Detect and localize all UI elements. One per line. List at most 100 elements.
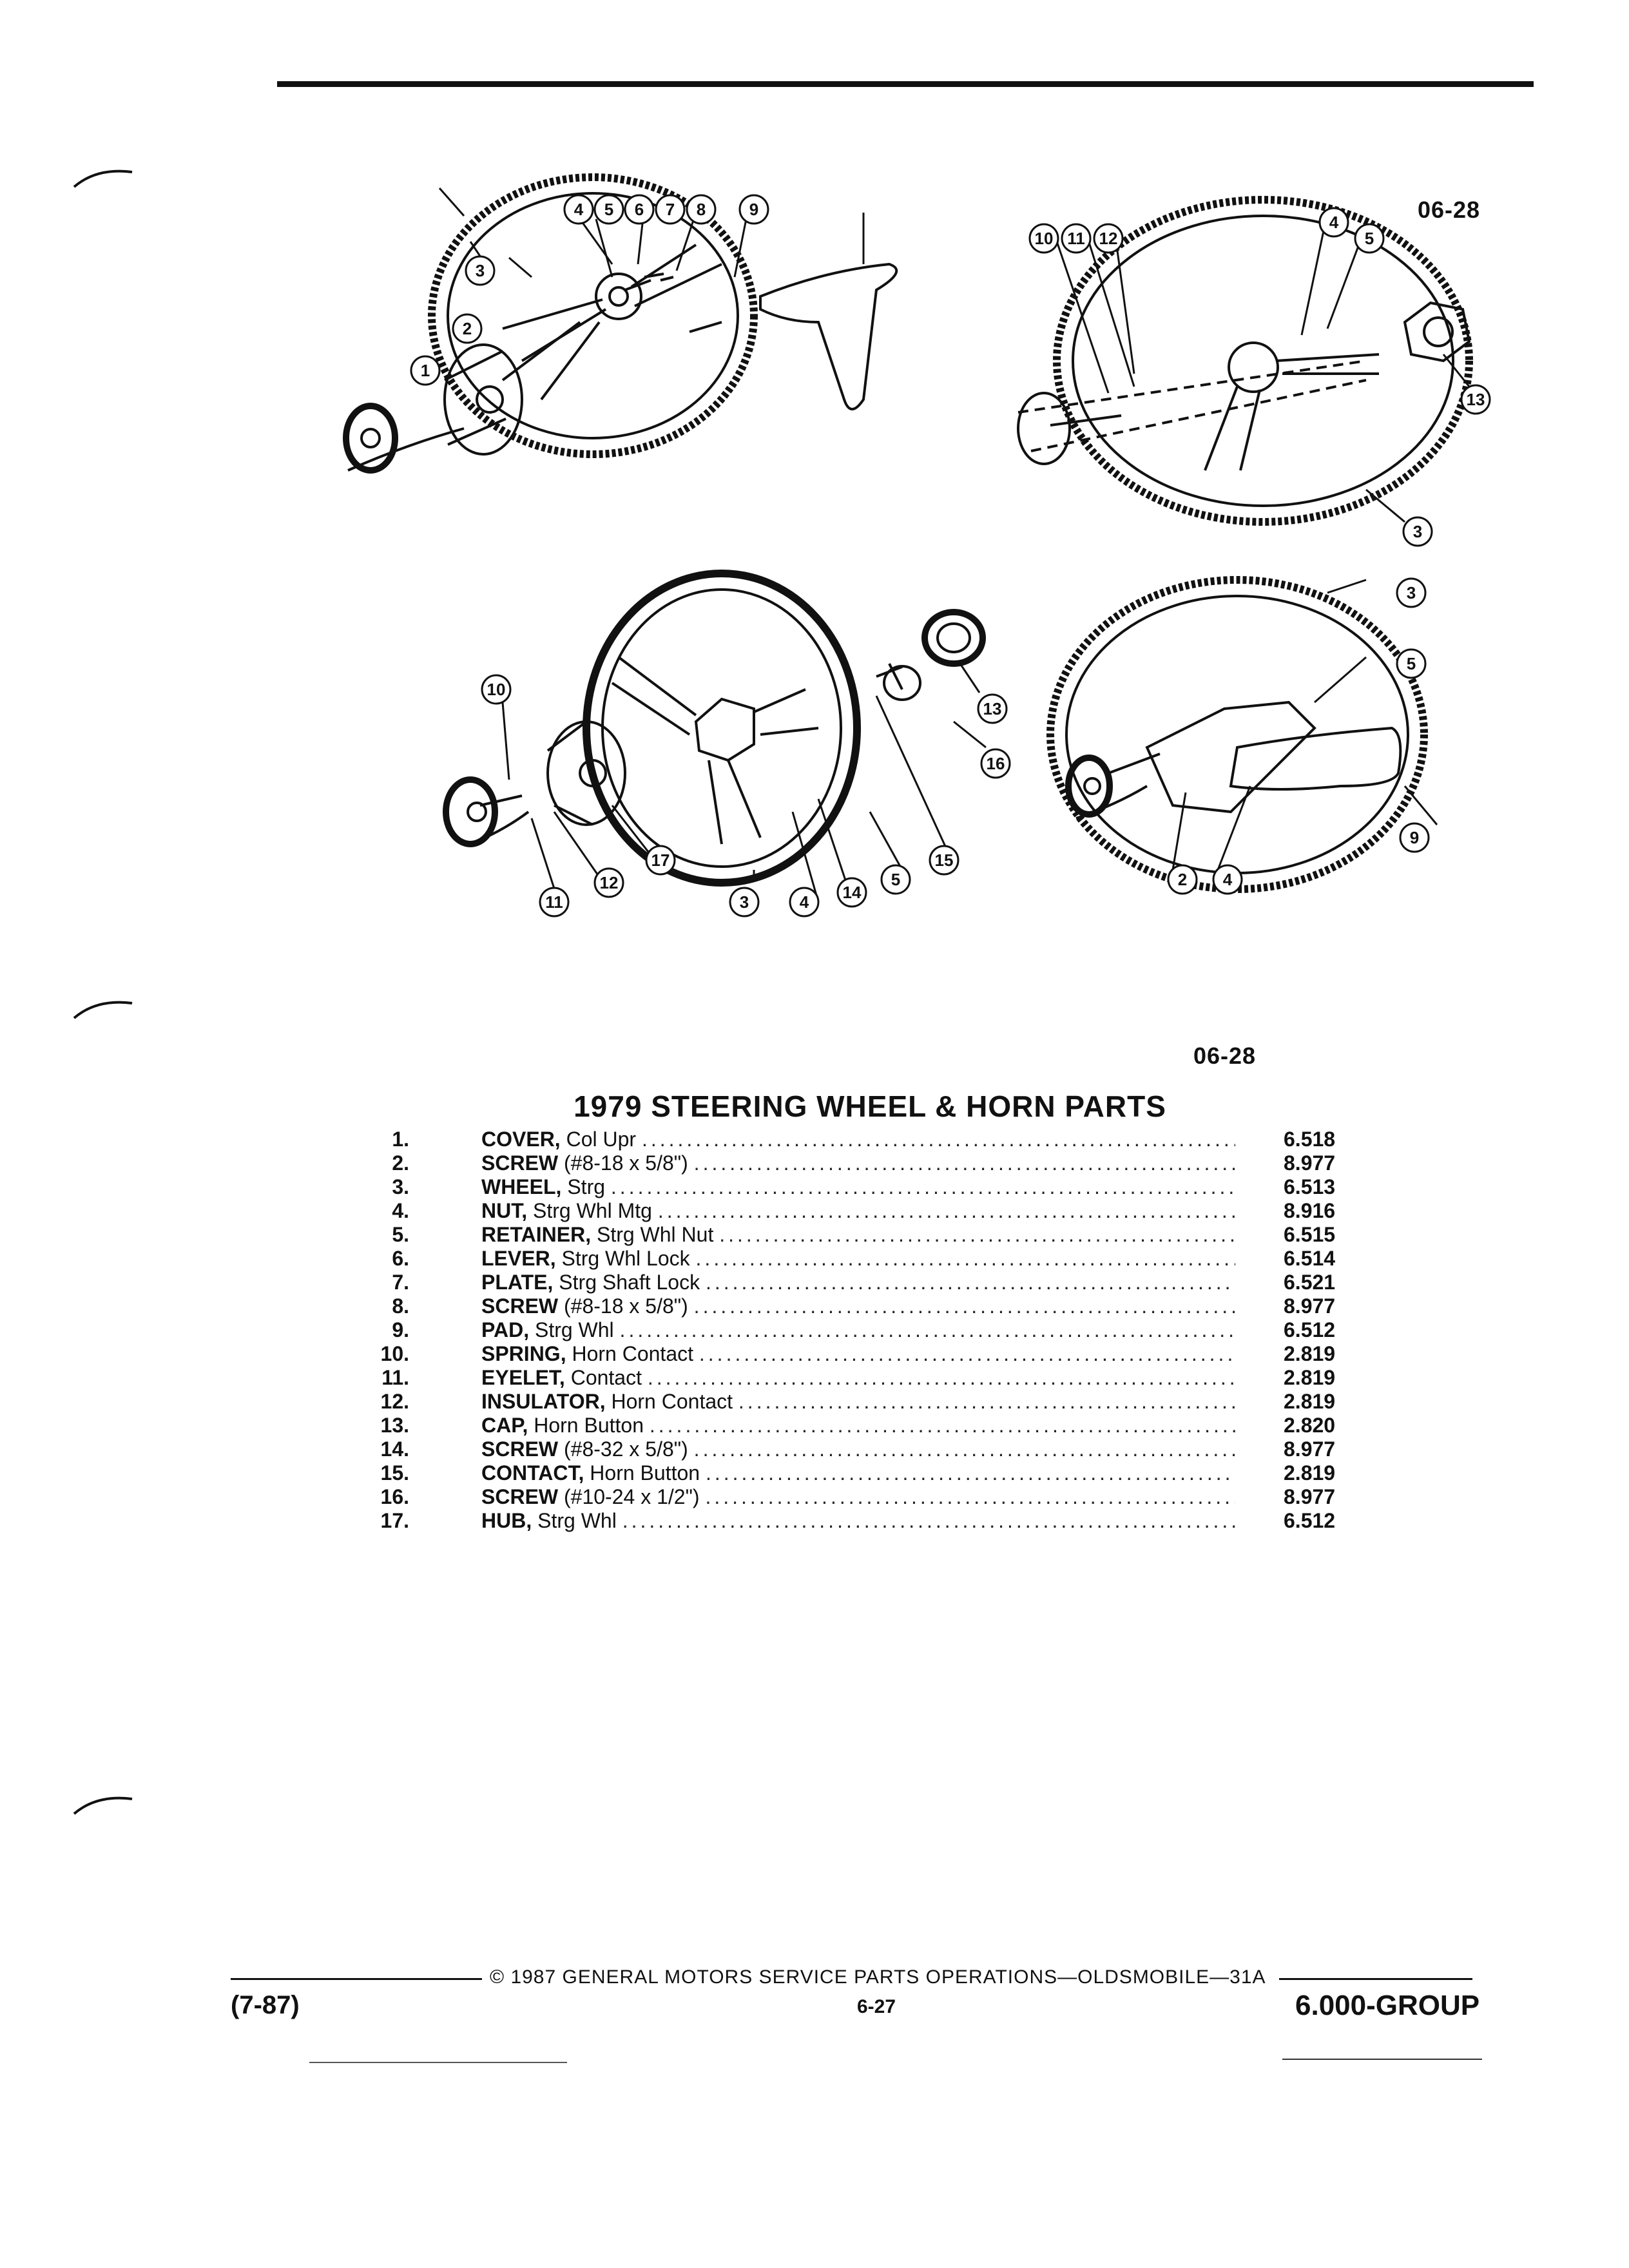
part-number: 9. xyxy=(392,1318,409,1341)
part-detail: Contact xyxy=(564,1366,648,1389)
part-name: SCREW xyxy=(481,1151,559,1175)
part-description: SCREW (#8-18 x 5/8") ...................… xyxy=(481,1151,1235,1175)
footer-copyright: © 1987 GENERAL MOTORS SERVICE PARTS OPER… xyxy=(490,1966,1266,1988)
cap-bottom-left xyxy=(876,609,986,701)
parts-row: 13. CAP, Horn Button ....................… xyxy=(361,1414,1392,1437)
svg-text:11: 11 xyxy=(545,892,563,912)
leader-dots: ........................................… xyxy=(649,1414,1235,1437)
svg-text:16: 16 xyxy=(987,754,1005,773)
part-name: CAP, xyxy=(481,1414,528,1437)
part-description: EYELET, Contact ........................… xyxy=(481,1366,1235,1390)
figure-code-bottom: 06-28 xyxy=(1193,1043,1257,1069)
footer-date: (7-87) xyxy=(231,1991,300,2019)
part-number: 3. xyxy=(392,1175,409,1198)
svg-text:4: 4 xyxy=(1329,213,1339,232)
svg-text:13: 13 xyxy=(983,699,1002,718)
part-name: CONTACT, xyxy=(481,1461,584,1485)
leader-dots: ........................................… xyxy=(619,1318,1235,1341)
part-description: COVER, Col Upr .........................… xyxy=(481,1128,1235,1151)
part-group-number: 6.514 xyxy=(1284,1247,1336,1270)
part-number: 14. xyxy=(380,1437,409,1461)
page-title: 1979 STEERING WHEEL & HORN PARTS xyxy=(574,1090,1166,1123)
svg-text:15: 15 xyxy=(935,850,954,870)
cover-top-left xyxy=(343,403,465,474)
part-detail: Horn Button xyxy=(584,1461,706,1485)
part-number: 5. xyxy=(392,1223,409,1246)
svg-text:4: 4 xyxy=(574,200,584,219)
leader-dots: ........................................… xyxy=(647,1366,1235,1389)
footer-underline xyxy=(1282,2059,1482,2060)
wheel-top-right xyxy=(1053,196,1473,526)
part-description: SCREW (#10-24 x 1/2") ..................… xyxy=(481,1485,1235,1509)
leader-dots: ........................................… xyxy=(719,1223,1235,1246)
footer-underline xyxy=(309,2062,567,2063)
parts-row: 11.EYELET, Contact .....................… xyxy=(361,1366,1392,1390)
hub-top-left xyxy=(443,343,523,456)
svg-text:5: 5 xyxy=(891,870,900,889)
leader-dots: ........................................… xyxy=(695,1247,1235,1270)
part-detail: Strg xyxy=(561,1175,611,1198)
part-description: SCREW (#8-18 x 5/8") ...................… xyxy=(481,1294,1235,1318)
part-name: RETAINER, xyxy=(481,1223,592,1246)
hub-bottom-left xyxy=(546,720,626,826)
part-number: 8. xyxy=(392,1294,409,1318)
part-group-number: 2.819 xyxy=(1284,1390,1336,1413)
part-group-number: 8.977 xyxy=(1284,1485,1336,1508)
svg-text:8: 8 xyxy=(697,200,706,219)
svg-text:12: 12 xyxy=(1099,229,1118,248)
part-name: PLATE, xyxy=(481,1271,554,1294)
part-number: 7. xyxy=(392,1271,409,1294)
margin-mark xyxy=(73,169,133,188)
part-group-number: 8.977 xyxy=(1284,1437,1336,1461)
part-number: 10. xyxy=(380,1342,409,1365)
part-name: COVER, xyxy=(481,1128,561,1151)
part-detail: Strg Whl Mtg xyxy=(527,1199,658,1222)
part-description: CONTACT, Horn Button ...................… xyxy=(481,1461,1235,1485)
svg-text:10: 10 xyxy=(487,680,506,699)
part-description: WHEEL, Strg ............................… xyxy=(481,1175,1235,1199)
svg-text:3: 3 xyxy=(740,892,749,912)
part-detail: Horn Button xyxy=(528,1414,650,1437)
part-detail: (#8-18 x 5/8") xyxy=(558,1151,694,1175)
margin-mark xyxy=(73,1001,133,1019)
leader-dots: ........................................… xyxy=(705,1461,1235,1485)
part-description: RETAINER, Strg Whl Nut .................… xyxy=(481,1223,1235,1247)
pad-bottom-right xyxy=(1229,726,1402,791)
svg-text:4: 4 xyxy=(1223,870,1233,889)
part-group-number: 2.819 xyxy=(1284,1342,1336,1365)
part-detail: (#8-18 x 5/8") xyxy=(558,1294,694,1318)
parts-row: 1.COVER, Col Upr .......................… xyxy=(361,1128,1392,1151)
parts-row: 9.PAD, Strg Whl ........................… xyxy=(361,1318,1392,1342)
svg-text:12: 12 xyxy=(600,873,619,892)
part-number: 6. xyxy=(392,1247,409,1270)
svg-text:5: 5 xyxy=(1365,229,1374,248)
part-group-number: 6.521 xyxy=(1284,1271,1336,1294)
part-name: INSULATOR, xyxy=(481,1390,606,1413)
svg-text:13: 13 xyxy=(1467,390,1485,409)
part-group-number: 2.820 xyxy=(1284,1414,1336,1437)
parts-row: 10.SPRING, Horn Contact ................… xyxy=(361,1342,1392,1366)
svg-text:3: 3 xyxy=(1407,583,1416,602)
part-name: HUB, xyxy=(481,1509,532,1532)
svg-text:2: 2 xyxy=(1178,870,1187,889)
cap-top-right xyxy=(1403,301,1471,363)
cover-bottom-left xyxy=(443,776,530,847)
svg-text:2: 2 xyxy=(463,319,472,338)
leader-dots: ........................................… xyxy=(738,1390,1235,1413)
part-group-number: 6.512 xyxy=(1284,1318,1336,1341)
cover-bottom-right xyxy=(1065,753,1161,820)
leader-dots: ........................................… xyxy=(610,1175,1235,1198)
svg-text:4: 4 xyxy=(800,892,809,912)
part-detail: Strg Whl Nut xyxy=(591,1223,720,1246)
part-group-number: 2.819 xyxy=(1284,1461,1336,1485)
part-detail: Strg Shaft Lock xyxy=(553,1271,706,1294)
callouts: 1 2 3 4 5 6 7 8 9 10 11 12 4 5 13 3 10 1… xyxy=(410,187,1491,918)
parts-row: 3. WHEEL, Strg ..........................… xyxy=(361,1175,1392,1199)
parts-row: 12.INSULATOR, Horn Contact .............… xyxy=(361,1390,1392,1414)
part-name: EYELET, xyxy=(481,1366,565,1389)
small-parts-top-left xyxy=(624,273,674,291)
part-description: LEVER, Strg Whl Lock ...................… xyxy=(481,1247,1235,1271)
part-group-number: 8.916 xyxy=(1284,1199,1336,1222)
part-number: 13. xyxy=(380,1414,409,1437)
svg-text:9: 9 xyxy=(749,200,758,219)
